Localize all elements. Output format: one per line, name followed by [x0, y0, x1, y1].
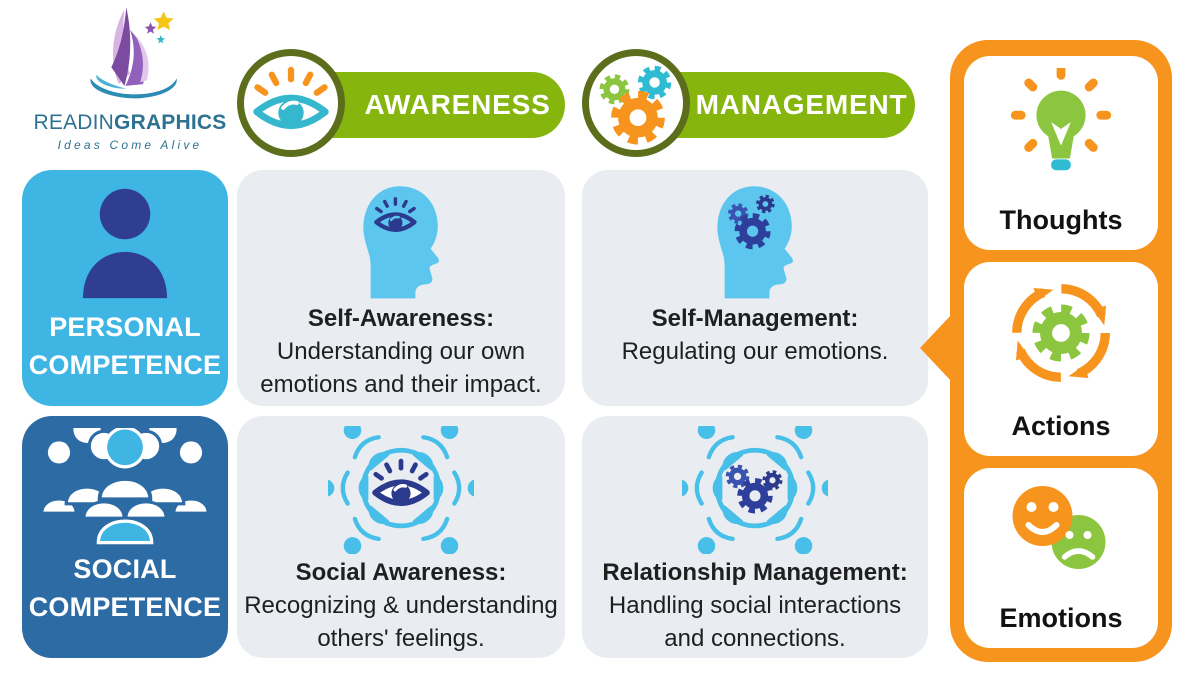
group-gears-icon	[682, 426, 828, 554]
awareness-header-label: AWARENESS	[364, 89, 551, 120]
awareness-badge	[237, 49, 345, 157]
gears-icon	[589, 55, 683, 151]
relationship-management-title: Relationship Management:	[602, 559, 908, 586]
personal-competence-label: PERSONAL COMPETENCE	[29, 308, 222, 384]
social-label-line1: SOCIAL	[73, 554, 177, 584]
brand-name-light: READIN	[33, 111, 115, 134]
head-gears-icon	[717, 186, 793, 299]
brand-tagline: Ideas Come Alive	[57, 138, 203, 152]
social-label-line2: COMPETENCE	[28, 592, 222, 622]
group-eye-icon	[328, 426, 474, 554]
self-awareness-cell: Self-Awareness: Understanding our own em…	[237, 170, 565, 406]
brand-name-bold: GRAPHICS	[114, 111, 227, 134]
emotions-card: Emotions	[964, 468, 1158, 648]
management-header: MANAGEMENT	[640, 72, 915, 138]
social-awareness-cell: Social Awareness: Recognizing & understa…	[237, 416, 565, 658]
self-awareness-body: Understanding our own emotions and their…	[260, 338, 542, 398]
social-awareness-title: Social Awareness:	[295, 559, 507, 586]
social-awareness-body: Recognizing & understanding others' feel…	[244, 592, 558, 652]
readinggraphics-logo: READINGRAPHICS Ideas Come Alive	[28, 4, 232, 166]
actions-card: Actions	[964, 262, 1158, 456]
relationship-management-body: Handling social interactions and connect…	[608, 592, 902, 652]
lightbulb-icon	[1010, 68, 1112, 171]
thoughts-label: Thoughts	[999, 205, 1123, 235]
eye-icon	[253, 66, 329, 151]
self-management-title: Self-Management:	[651, 305, 859, 332]
self-awareness-title: Self-Awareness:	[307, 305, 495, 332]
panel-pointer-arrow	[920, 314, 952, 382]
person-icon	[82, 188, 168, 299]
self-management-cell: Self-Management: Regulating our emotions…	[582, 170, 928, 406]
management-badge	[582, 49, 690, 157]
relationship-management-cell: Relationship Management: Handling social…	[582, 416, 928, 658]
readinggraphics-logo-icon	[90, 7, 177, 99]
smileys-icon	[1012, 486, 1106, 569]
personal-label-line1: PERSONAL	[49, 312, 201, 342]
personal-label-line2: COMPETENCE	[28, 350, 222, 380]
head-eye-icon	[363, 186, 439, 299]
emotions-label: Emotions	[999, 603, 1123, 633]
personal-competence-card: PERSONAL COMPETENCE	[22, 170, 228, 406]
gear-cycle-icon	[1012, 284, 1110, 382]
thoughts-card: Thoughts	[964, 56, 1158, 250]
people-group-icon	[40, 428, 210, 545]
management-header-label: MANAGEMENT	[695, 89, 908, 120]
actions-label: Actions	[1011, 411, 1111, 441]
brand-name: READINGRAPHICS	[28, 111, 232, 135]
self-management-body: Regulating our emotions.	[621, 338, 889, 365]
social-competence-card: SOCIAL COMPETENCE	[22, 416, 228, 658]
social-competence-label: SOCIAL COMPETENCE	[29, 550, 222, 626]
